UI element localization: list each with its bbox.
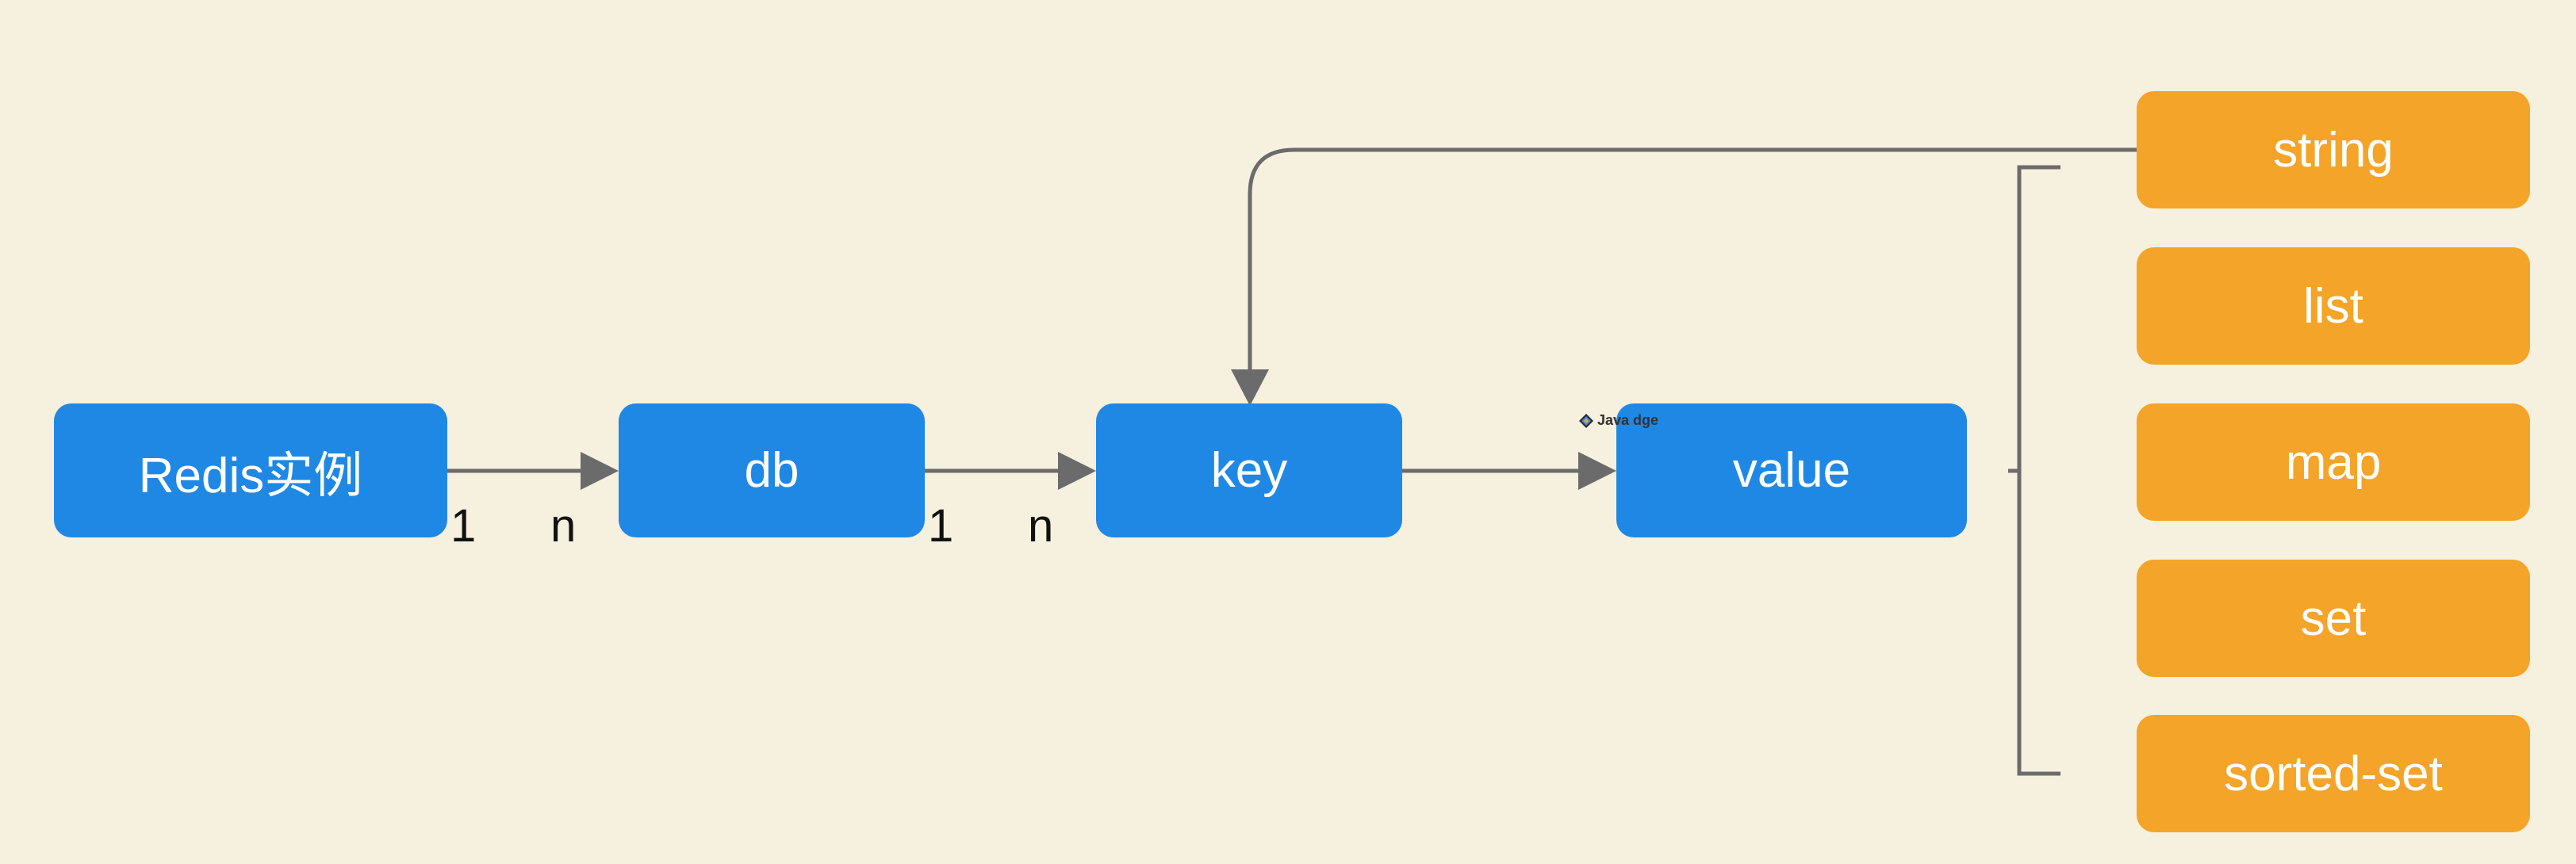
arrowhead-key [1058, 452, 1096, 490]
type-set: set [2137, 560, 2530, 677]
node-redis-instance: Redis实例 [54, 403, 447, 537]
cardinality-db-one: 1 [928, 500, 954, 552]
node-key-label: key [1210, 443, 1288, 498]
edge-string-to-key [1248, 147, 2137, 369]
type-set-label: set [2300, 591, 2367, 646]
cardinality-key-many: n [1028, 500, 1054, 552]
type-string-label: string [2273, 122, 2394, 178]
watermark-logo-icon [1579, 413, 1593, 428]
cardinality-redis-one: 1 [450, 500, 477, 552]
arrowhead-key-top [1231, 369, 1269, 406]
watermark-text: Java dge [1597, 412, 1659, 428]
type-bracket [2017, 165, 2060, 776]
type-map: map [2137, 403, 2530, 521]
node-redis-label: Redis实例 [138, 448, 363, 503]
watermark: Java dge [1578, 412, 1658, 429]
arrowhead-value [1578, 452, 1616, 490]
node-value: value [1616, 403, 1967, 537]
type-sorted-set-label: sorted-set [2224, 746, 2443, 801]
type-list-label: list [2303, 278, 2363, 334]
type-list: list [2137, 247, 2530, 365]
node-key: key [1096, 403, 1402, 537]
node-value-label: value [1732, 443, 1851, 498]
cardinality-db-many: n [550, 500, 577, 552]
type-sorted-set: sorted-set [2137, 715, 2530, 832]
node-db: db [619, 403, 925, 537]
type-map-label: map [2285, 434, 2382, 490]
arrowhead-db [581, 452, 619, 490]
type-string: string [2137, 91, 2530, 208]
node-db-label: db [744, 443, 799, 498]
